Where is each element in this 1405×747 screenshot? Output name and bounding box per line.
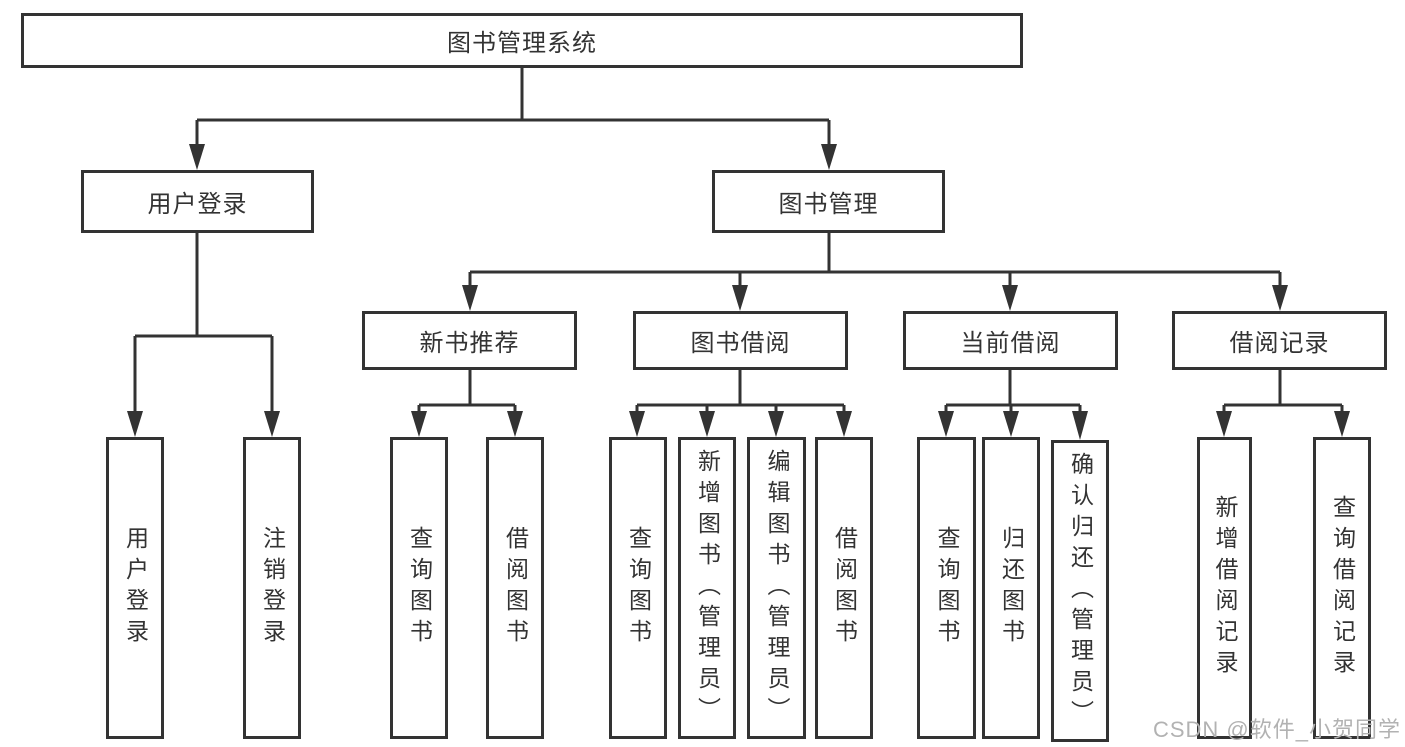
leaf-edit-book-admin-label: 编辑图书（管理员） — [764, 448, 790, 728]
leaf-borrow-books-label: 借阅图书 — [831, 526, 858, 650]
node-book-management: 图书管理 — [712, 170, 945, 233]
leaf-return-book: 归还图书 — [982, 437, 1040, 739]
leaf-user-login-label: 用户登录 — [122, 526, 149, 650]
node-root: 图书管理系统 — [21, 13, 1023, 68]
node-borrow-records: 借阅记录 — [1172, 311, 1387, 370]
leaf-query-books-current-label: 查询图书 — [934, 526, 960, 650]
arrowheads — [127, 144, 1350, 440]
leaf-query-books-recommend-label: 查询图书 — [406, 526, 433, 650]
leaf-query-borrow-record: 查询借阅记录 — [1313, 437, 1371, 739]
leaf-query-books-recommend: 查询图书 — [390, 437, 448, 739]
node-book-borrow-label: 图书借阅 — [690, 330, 791, 357]
leaf-query-books-borrow-label: 查询图书 — [625, 526, 652, 650]
node-new-book-recommend: 新书推荐 — [362, 311, 577, 370]
leaf-add-borrow-record-label: 新增借阅记录 — [1212, 495, 1238, 681]
leaf-user-login: 用户登录 — [106, 437, 164, 739]
node-new-book-recommend-label: 新书推荐 — [419, 330, 520, 357]
leaf-confirm-return-admin: 确认归还（管理员） — [1051, 440, 1109, 742]
leaf-add-book-admin-label: 新增图书（管理员） — [694, 448, 721, 728]
leaf-borrow-books-recommend-label: 借阅图书 — [502, 526, 529, 650]
watermark-text: CSDN @软件_小贺同学 — [1152, 717, 1401, 742]
leaf-return-book-label: 归还图书 — [998, 526, 1025, 650]
leaf-add-book-admin: 新增图书（管理员） — [678, 437, 736, 739]
leaf-confirm-return-admin-label: 确认归还（管理员） — [1067, 451, 1094, 731]
leaf-logout: 注销登录 — [243, 437, 301, 739]
leaf-borrow-books-recommend: 借阅图书 — [486, 437, 544, 739]
node-book-borrow: 图书借阅 — [633, 311, 848, 370]
leaf-logout-label: 注销登录 — [259, 526, 286, 650]
node-root-label: 图书管理系统 — [447, 30, 597, 57]
node-current-borrow-label: 当前借阅 — [960, 330, 1061, 357]
node-user-login: 用户登录 — [81, 170, 314, 233]
leaf-borrow-books: 借阅图书 — [815, 437, 873, 739]
leaf-query-borrow-record-label: 查询借阅记录 — [1329, 495, 1356, 681]
node-book-management-label: 图书管理 — [778, 191, 879, 218]
leaf-add-borrow-record: 新增借阅记录 — [1197, 437, 1252, 739]
node-current-borrow: 当前借阅 — [903, 311, 1118, 370]
leaf-query-books-borrow: 查询图书 — [609, 437, 667, 739]
leaf-edit-book-admin: 编辑图书（管理员） — [747, 437, 806, 739]
node-user-login-label: 用户登录 — [147, 191, 248, 218]
leaf-query-books-current: 查询图书 — [917, 437, 976, 739]
node-borrow-records-label: 借阅记录 — [1229, 330, 1330, 357]
